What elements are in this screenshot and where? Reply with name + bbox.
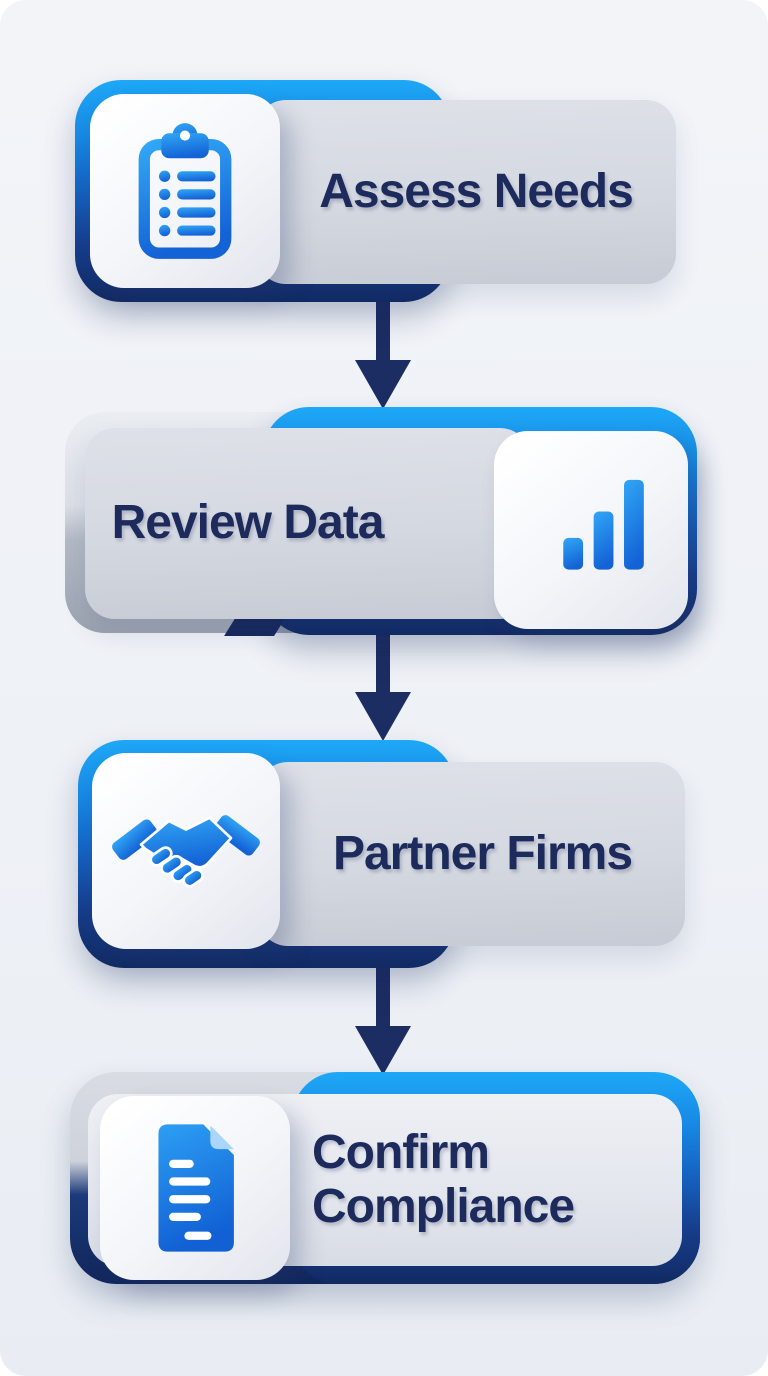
step-2-border-notch [224, 617, 286, 636]
flow-arrow-2 [355, 629, 411, 741]
step-3-label-panel: Partner Firms [258, 762, 685, 946]
flow-arrow-1 [355, 297, 411, 409]
step-1-label: Assess Needs [319, 164, 634, 218]
bar-chart-icon [536, 474, 650, 583]
step-4-label-wrap: Confirm Compliance [312, 1094, 682, 1266]
step-4-label: Confirm Compliance [312, 1125, 575, 1233]
step-2-label: Review Data [111, 496, 385, 550]
handshake-icon [112, 815, 260, 888]
clipboard-checklist-icon [138, 123, 232, 259]
step-4-icon-tile [100, 1096, 290, 1280]
step-3-label: Partner Firms [332, 826, 633, 880]
document-icon [158, 1124, 234, 1252]
flow-arrow-3 [355, 963, 411, 1075]
step-2-label-panel: Review Data [85, 428, 530, 619]
step-3-icon-tile [92, 753, 280, 949]
step-1-label-panel: Assess Needs [256, 100, 676, 284]
step-2-icon-tile [494, 431, 688, 629]
step-1-icon-tile [90, 94, 280, 288]
